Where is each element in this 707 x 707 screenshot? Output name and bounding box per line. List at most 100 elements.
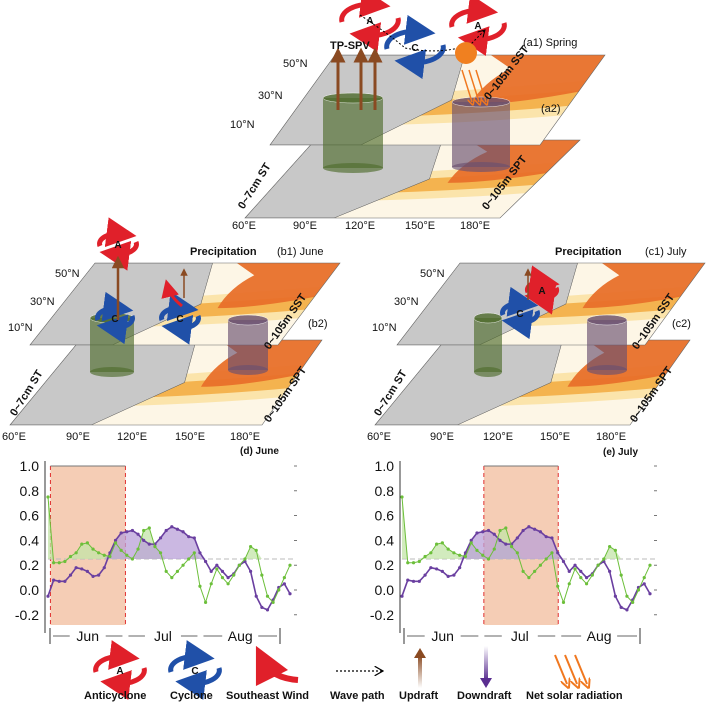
panel-a2-title: (a2) bbox=[541, 103, 561, 115]
cyclone-b-west-letter: C bbox=[111, 314, 118, 325]
green-data-point bbox=[153, 545, 157, 549]
land-cylinder-c-base bbox=[474, 367, 502, 377]
legend-anticyclone-icon-arc-top bbox=[93, 640, 140, 673]
green-data-point bbox=[147, 526, 151, 530]
purple-data-point bbox=[475, 531, 479, 535]
purple-data-point bbox=[215, 563, 219, 567]
lon-60e-b: 60°E bbox=[2, 431, 26, 443]
green-data-point bbox=[411, 561, 416, 565]
green-data-point bbox=[220, 576, 225, 580]
y-tick-label: 0.6 bbox=[375, 508, 395, 524]
chart-d-title: (d) June bbox=[240, 446, 279, 457]
lon-120e-a: 120°E bbox=[345, 220, 376, 232]
purple-data-point bbox=[458, 566, 462, 570]
legend-downdraft-icon bbox=[484, 646, 488, 680]
plane-a1-border bbox=[269, 54, 606, 146]
green-data-point bbox=[203, 600, 208, 605]
green-data-point bbox=[187, 557, 191, 561]
purple-data-point bbox=[481, 530, 485, 534]
month-label-aug: Aug bbox=[587, 628, 612, 644]
green-data-point bbox=[636, 588, 641, 592]
cyclone-a-arc-bottom bbox=[394, 44, 446, 80]
green-data-point bbox=[119, 548, 123, 552]
green-data-point bbox=[97, 551, 101, 555]
sun-icon bbox=[455, 42, 477, 64]
purple-data-point bbox=[452, 573, 456, 577]
ocean-cylinder-b-base bbox=[228, 365, 268, 375]
green-data-point bbox=[113, 541, 118, 545]
green-data-point bbox=[573, 567, 577, 571]
y-tick-label: 1.0 bbox=[375, 458, 395, 474]
green-data-point bbox=[509, 545, 514, 549]
land-cylinder-b-base bbox=[90, 367, 134, 377]
purple-data-point bbox=[175, 527, 180, 531]
purple-data-point bbox=[243, 559, 247, 564]
legend-cyclone-icon-arc-bottom bbox=[175, 667, 222, 700]
lat-30n-a: 30°N bbox=[258, 90, 283, 102]
purple-data-point bbox=[469, 538, 473, 543]
green-data-point bbox=[158, 551, 163, 555]
purple-data-point bbox=[521, 528, 525, 533]
month-label-aug: Aug bbox=[228, 628, 253, 644]
panel-b-precip-label: Precipitation bbox=[190, 246, 257, 258]
legend-anticyclone-icon: A bbox=[93, 640, 147, 700]
y-tick-label: 0.8 bbox=[20, 483, 40, 499]
green-data-point bbox=[481, 553, 485, 557]
plane-a1-sst-band bbox=[470, 55, 605, 105]
purple-data-point bbox=[282, 582, 286, 586]
green-data-point bbox=[538, 563, 543, 567]
green-data-point bbox=[515, 551, 519, 555]
purple-data-point bbox=[80, 567, 84, 571]
land-cylinder-a-body bbox=[323, 98, 383, 168]
purple-data-point bbox=[226, 576, 230, 580]
plane-a2 bbox=[244, 139, 581, 219]
legend-cyclone-icon-letter: C bbox=[191, 666, 198, 677]
green-data-point bbox=[57, 561, 61, 565]
purple-data-point bbox=[265, 608, 270, 612]
purple-series-fill bbox=[402, 526, 650, 559]
green-data-point bbox=[452, 551, 456, 555]
lat-30n-b: 30°N bbox=[30, 296, 55, 308]
purple-data-point bbox=[119, 531, 123, 535]
green-data-point bbox=[102, 553, 106, 557]
green-data-point bbox=[198, 584, 202, 588]
green-data-point bbox=[192, 551, 196, 555]
legend-southeast-wind-icon bbox=[255, 645, 299, 687]
ocean-cylinder-b-body bbox=[228, 320, 268, 370]
y-tick-label: 0.0 bbox=[375, 582, 395, 598]
cyclone-a-letter: C bbox=[411, 43, 418, 54]
plane-b1-border bbox=[29, 262, 341, 346]
lon-90e-b: 90°E bbox=[66, 431, 90, 443]
cyclone-b-east-arc-bottom bbox=[161, 314, 201, 345]
green-data-point bbox=[486, 557, 491, 561]
purple-data-point bbox=[85, 569, 89, 574]
lon-180e-a: 180°E bbox=[460, 220, 491, 232]
green-data-point bbox=[226, 582, 230, 586]
legend-updraft-label: Updraft bbox=[399, 690, 439, 702]
green-data-point bbox=[80, 542, 84, 546]
purple-data-point bbox=[74, 566, 78, 570]
purple-data-point bbox=[435, 567, 439, 571]
purple-data-point bbox=[147, 542, 151, 546]
month-label-jun: Jun bbox=[431, 628, 454, 644]
lat-50n-c: 50°N bbox=[420, 268, 445, 280]
purple-data-point bbox=[573, 563, 577, 567]
legend-cyclone-icon: C bbox=[168, 640, 222, 700]
month-label-jul: Jul bbox=[511, 628, 529, 644]
green-data-point bbox=[619, 573, 623, 577]
green-data-point bbox=[631, 600, 635, 605]
y-tick-label: 0.0 bbox=[20, 582, 40, 598]
panel-b2-title: (b2) bbox=[308, 318, 328, 330]
green-data-point bbox=[125, 553, 129, 557]
cyclone-b-west: C bbox=[95, 291, 135, 345]
purple-data-point bbox=[113, 538, 118, 543]
green-data-point bbox=[596, 563, 600, 567]
purple-data-point bbox=[91, 574, 95, 578]
y-tick-label: 0.8 bbox=[375, 483, 395, 499]
anticyclone-a-east-arc-bottom bbox=[457, 22, 507, 56]
green-data-point bbox=[91, 547, 95, 551]
green-data-point bbox=[63, 559, 67, 564]
